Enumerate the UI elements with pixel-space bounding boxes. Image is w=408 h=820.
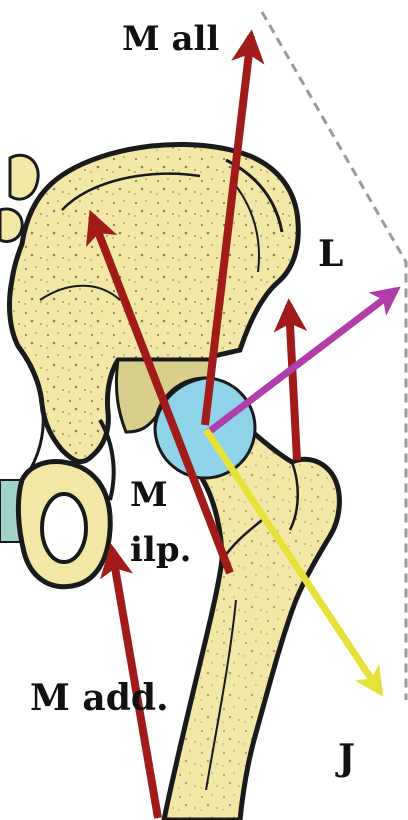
label-l: L	[318, 236, 343, 272]
femur-bone	[164, 430, 339, 820]
label-m-all: M all	[122, 22, 219, 56]
label-j: J	[338, 740, 355, 776]
l-small-arrow	[289, 305, 297, 460]
label-m-ilp-line1: M	[130, 478, 168, 512]
label-m-add: M add.	[30, 680, 169, 716]
label-m-ilp-line2: ilp.	[130, 533, 191, 567]
